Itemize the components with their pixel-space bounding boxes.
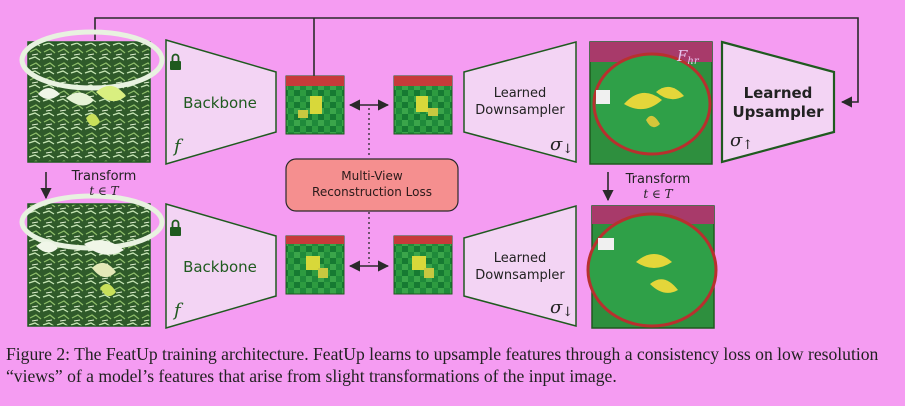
lock-icon: [170, 219, 181, 236]
backbone-top: [165, 39, 277, 165]
hr-feature-map-bottom: [586, 205, 718, 329]
transform-label-right: Transform: [625, 172, 691, 187]
upsampler-symbol: σ↑: [730, 130, 753, 153]
hr-feature-label: Fhr: [676, 47, 700, 67]
caption-text: The FeatUp training architecture. FeatUp…: [6, 344, 879, 386]
loss-label-line2: Reconstruction Loss: [312, 185, 432, 199]
downsampler-top-label-line1: Learned: [494, 86, 547, 101]
figure-label: Figure 2:: [6, 344, 71, 364]
upsampler: [720, 40, 836, 164]
transform-math-right: t ∈ T: [643, 187, 673, 201]
transform-label-left: Transform: [71, 169, 137, 184]
feature-map-bottom-2: [393, 235, 453, 295]
feature-map-bottom-1: [285, 235, 345, 295]
transform-math-left: t ∈ T: [89, 184, 119, 198]
feature-map-top-1: [285, 75, 345, 135]
downsampler-top: [463, 41, 577, 163]
downsampler-top-label-line2: Downsampler: [475, 103, 565, 118]
architecture-diagram: Transform t ∈ T Backbone f Backbone f: [19, 17, 859, 329]
hr-feature-map-top: [589, 41, 713, 165]
reconstruction-loss-box: [285, 158, 459, 212]
downsampler-bottom-symbol: σ↓: [550, 297, 573, 320]
feedback-connector: [94, 17, 859, 108]
downsampler-bottom-label-line2: Downsampler: [475, 268, 565, 283]
loss-label-line1: Multi-View: [341, 169, 403, 183]
downsampler-bottom: [463, 205, 577, 327]
downsampler-top-symbol: σ↓: [550, 134, 573, 157]
feature-map-top-2: [393, 75, 453, 135]
upsampler-label-line2: Upsampler: [732, 103, 824, 121]
input-image-bottom: [19, 193, 165, 327]
input-image-top: [19, 29, 165, 163]
backbone-bottom-label: Backbone: [183, 258, 257, 276]
upsampler-label-line1: Learned: [744, 84, 813, 102]
figure-caption: Figure 2: The FeatUp training architectu…: [6, 343, 901, 387]
lock-icon: [170, 53, 181, 70]
backbone-bottom: [165, 203, 277, 329]
downsampler-bottom-label-line1: Learned: [494, 251, 547, 266]
backbone-top-label: Backbone: [183, 94, 257, 112]
